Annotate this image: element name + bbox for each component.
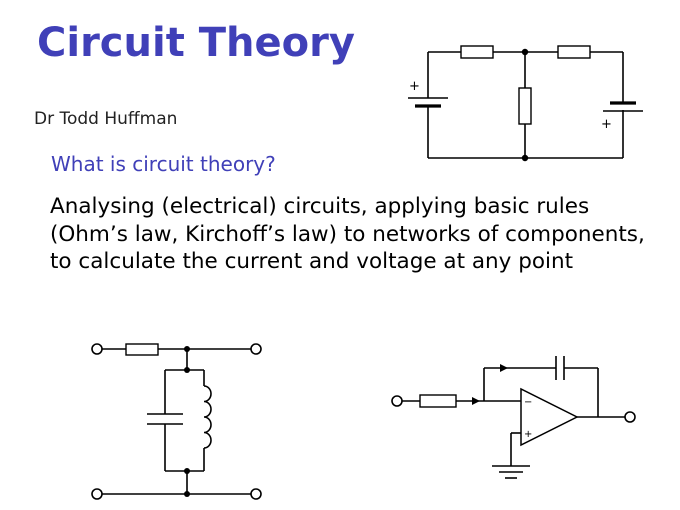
junction-node-top — [521, 48, 529, 56]
junction-node-bottom — [521, 154, 529, 162]
lc-node-upper — [184, 367, 190, 373]
slide-title: Circuit Theory — [37, 20, 355, 66]
terminal-output-top — [250, 343, 262, 355]
terminal-output-bottom — [250, 488, 262, 500]
inductor-coil — [203, 385, 212, 449]
slide-question: What is circuit theory? — [51, 152, 276, 176]
integrator-input-terminal — [391, 395, 403, 407]
resistor-integrator-input — [419, 394, 457, 408]
plus-sign-left: + — [409, 79, 420, 94]
capacitor-shunt — [147, 413, 183, 425]
integrator-output-terminal — [624, 411, 636, 423]
lc-node-lower — [184, 468, 190, 474]
lc-node-bottom — [184, 491, 190, 497]
lc-node-top — [184, 346, 190, 352]
lc-filter-wires — [102, 348, 251, 495]
resistor-top-right — [557, 45, 591, 59]
slide-body-text: Analysing (electrical) circuits, applyin… — [50, 194, 645, 274]
battery-left — [408, 97, 448, 108]
plus-sign-right: + — [601, 117, 612, 132]
op-amp-triangle — [520, 387, 579, 447]
feedback-arrow — [500, 364, 508, 372]
resistor-middle — [518, 87, 532, 125]
input-arrow — [472, 397, 480, 405]
capacitor-feedback — [555, 356, 565, 380]
op-amp-plus-sign: + — [524, 429, 532, 440]
battery-right — [603, 101, 643, 112]
resistor-top-left — [460, 45, 494, 59]
integrator-wires — [402, 367, 625, 466]
resistor-input — [125, 343, 159, 356]
ground-symbol — [492, 465, 530, 479]
terminal-input-bottom — [91, 488, 103, 500]
terminal-input-top — [91, 343, 103, 355]
author-name: Dr Todd Huffman — [34, 109, 178, 129]
op-amp-minus-sign: − — [524, 397, 532, 408]
